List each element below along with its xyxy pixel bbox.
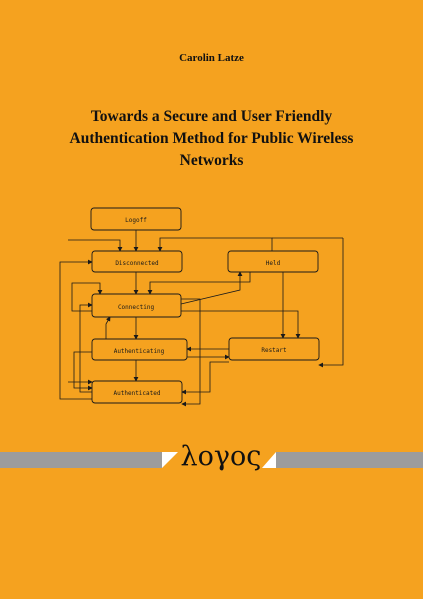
node-disconnected-label: Disconnected: [115, 260, 159, 267]
node-authenticated-label: Authenticated: [114, 390, 161, 397]
node-connecting: Connecting: [91, 293, 182, 318]
node-held: Held: [227, 250, 319, 273]
logo-plate: [162, 440, 276, 474]
publisher-logo: λογος: [180, 441, 262, 472]
node-disconnected: Disconnected: [91, 250, 183, 273]
node-held-label: Held: [266, 260, 281, 267]
node-authenticated: Authenticated: [91, 380, 183, 404]
node-authenticating-label: Authenticating: [114, 348, 165, 355]
title-line-2: Authentication Method for Public Wireles…: [69, 130, 354, 147]
node-restart-label: Restart: [261, 347, 287, 354]
node-restart: Restart: [228, 337, 320, 361]
node-connecting-label: Connecting: [118, 304, 155, 311]
node-authenticating: Authenticating: [91, 338, 188, 361]
title-line-3: Networks: [179, 152, 244, 169]
book-title: Towards a Secure and User Friendly Authe…: [30, 106, 393, 172]
author-name: Carolin Latze: [179, 52, 244, 64]
diagram-edges: [59, 230, 344, 407]
node-logoff-label: Logoff: [125, 217, 147, 224]
title-line-1: Towards a Secure and User Friendly: [90, 108, 333, 125]
node-logoff: Logoff: [90, 207, 182, 231]
